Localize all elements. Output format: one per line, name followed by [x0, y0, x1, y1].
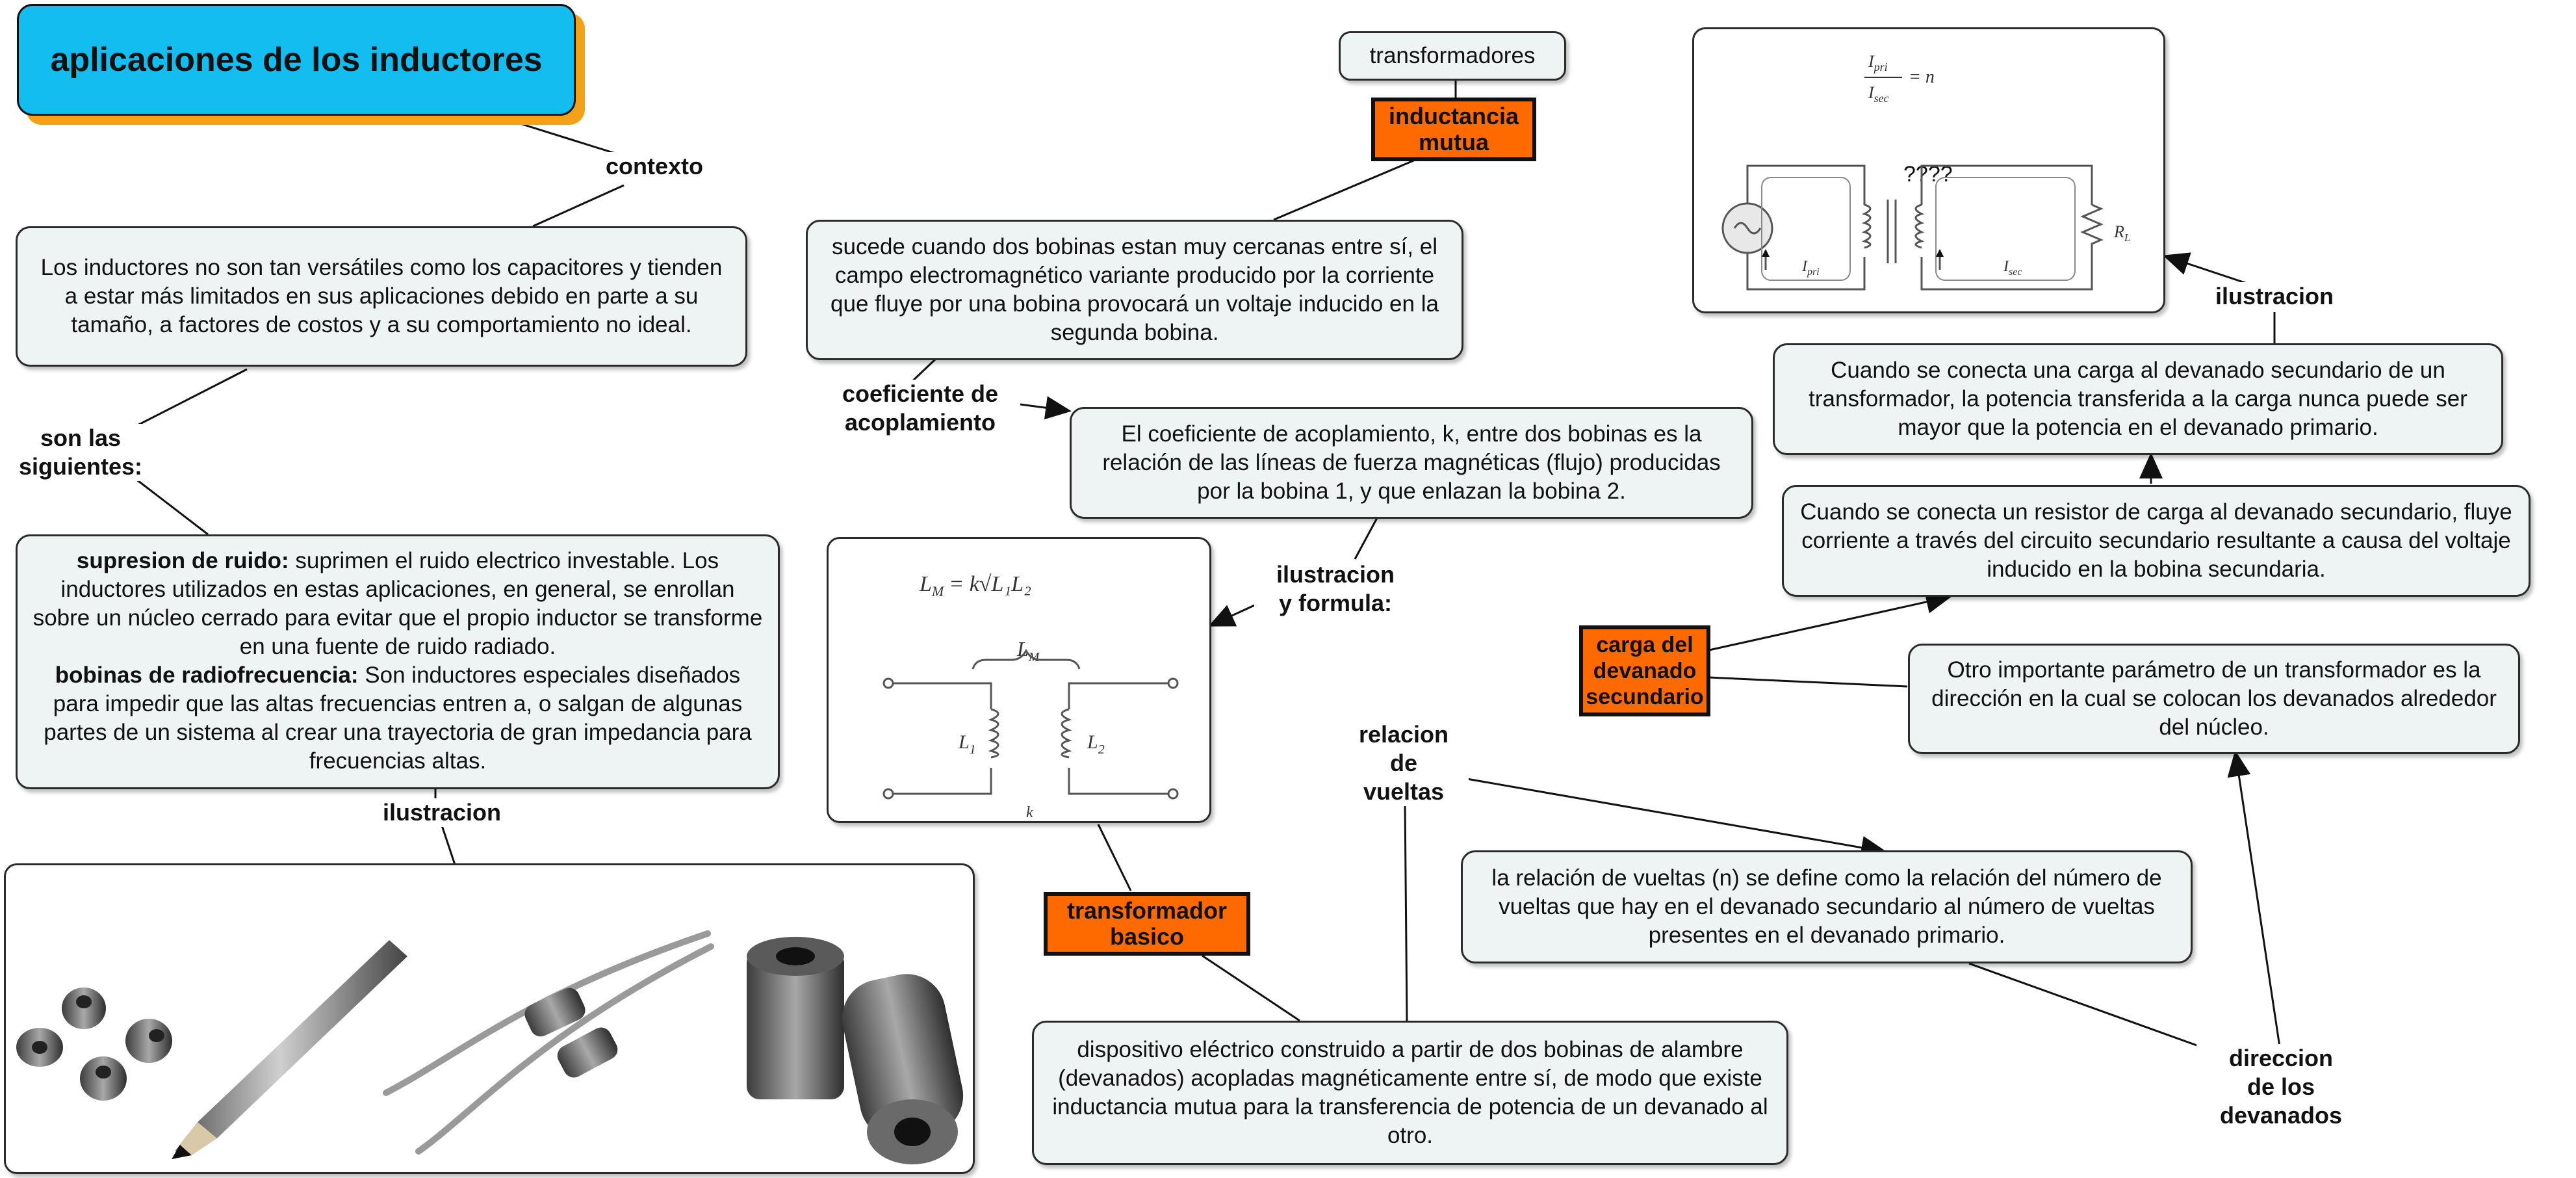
link-basico-dispositivo — [1202, 954, 1300, 1022]
pencil — [172, 940, 407, 1159]
link-k-ilform — [1354, 516, 1379, 560]
node-coeficiente-text[interactable]: El coeficiente de acoplamiento, k, entre… — [1070, 407, 1753, 519]
link-direccion-otro — [2227, 750, 2281, 1047]
node-inductancia-text[interactable]: sucede cuando dos bobinas estan muy cerc… — [806, 220, 1463, 360]
node-supresion-bobinas[interactable]: supresion de ruido: suprimen el ruido el… — [16, 534, 780, 789]
node-contexto[interactable]: Los inductores no son tan versátiles com… — [16, 226, 747, 367]
ipri-label: Ipri — [1801, 258, 1820, 278]
ratio-den: Isec — [1868, 83, 1889, 105]
link-ilustracion-figure — [2163, 252, 2256, 287]
node-dispositivo-text[interactable]: dispositivo eléctrico construido a parti… — [1032, 1021, 1788, 1165]
l2-label: L2 — [1087, 731, 1105, 757]
page-title: aplicaciones de los inductores — [17, 4, 576, 116]
inductors-illustration — [4, 863, 975, 1174]
link-dispositivo-relacion — [1404, 802, 1408, 1021]
wire-with-beads — [383, 930, 714, 1155]
wire-beads — [524, 988, 618, 1078]
bobinas-heading: bobinas de radiofrecuencia: — [55, 662, 359, 688]
node-resistor-text[interactable]: Cuando se conecta un resistor de carga a… — [1782, 485, 2531, 597]
mutual-inductance-diagram: LM= k√L₁L₂ LM L1 L2 k — [882, 572, 1179, 821]
link-title-contexto — [519, 122, 625, 157]
formula-lm: LM= k√L₁L₂ — [919, 572, 1031, 599]
transformer-circuit-figure: Ipri Isec = n ???? Ipri Isec RL — [1692, 27, 2165, 313]
lm-label: LM — [1016, 637, 1040, 664]
supresion-heading: supresion de ruido: — [76, 548, 289, 573]
label-contexto: contexto — [593, 152, 716, 181]
label-ilustracion-1: ilustracion — [364, 798, 520, 827]
small-ferrite-beads — [16, 988, 172, 1101]
node-inductancia-mutua[interactable]: inductancia mutua — [1371, 98, 1536, 161]
ratio-num: Ipri — [1868, 52, 1888, 73]
node-transformador-basico[interactable]: transformador basico — [1044, 892, 1250, 956]
link-carga-resistor — [1708, 590, 1952, 651]
node-carga-text[interactable]: Cuando se conecta una carga al devanado … — [1773, 343, 2503, 455]
label-son-las-siguientes: son las siguientes: — [9, 424, 152, 481]
link-text-sonlas — [129, 368, 248, 430]
label-ilustracion-formula: ilustracion y formula: — [1254, 560, 1417, 618]
link-figure-basico — [1097, 824, 1132, 891]
large-ferrite-cores — [747, 937, 964, 1164]
link-relacion-text — [1455, 776, 1887, 859]
supresion-text: suprimen el ruido electrico investable. … — [32, 548, 763, 659]
node-carga-devanado[interactable]: carga del devanado secundario — [1579, 625, 1710, 716]
label-ilustracion-2: ilustracion — [2196, 282, 2352, 311]
link-ilustracion-image — [441, 825, 456, 865]
transformer-circuit-diagram: Ipri Isec = n ???? Ipri Isec RL — [1721, 52, 2130, 291]
label-coeficiente: coeficiente de acoplamiento — [823, 380, 1018, 437]
link-relaciontext-direccion — [1968, 962, 2210, 1051]
node-otro-text[interactable]: Otro importante parámetro de un transfor… — [1908, 644, 2520, 754]
link-sonlas-supresion — [129, 473, 209, 536]
inductors-photo — [16, 930, 964, 1164]
node-relacion-text[interactable]: la relación de vueltas (n) se define com… — [1461, 850, 2193, 963]
label-relacion-vueltas: relacion de vueltas — [1339, 720, 1469, 806]
rl-label: RL — [2113, 222, 2130, 244]
isec-label: Isec — [2003, 258, 2022, 278]
link-contexto-text — [532, 184, 625, 228]
mutual-inductance-figure: LM= k√L₁L₂ LM L1 L2 k — [827, 537, 1211, 823]
l1-label: L1 — [958, 731, 976, 757]
k-label: k — [1026, 804, 1033, 821]
link-inductancia-text — [1273, 158, 1417, 221]
label-direccion: direccion de los devanados — [2196, 1044, 2365, 1130]
ratio-rhs: = n — [1909, 67, 1935, 87]
link-carga-otro — [1708, 676, 1908, 688]
node-transformadores[interactable]: transformadores — [1339, 31, 1566, 81]
link-text-coeficiente — [908, 358, 937, 385]
link-coef-k — [1020, 396, 1072, 420]
bobinas-text: Son inductores especiales diseñados para… — [44, 662, 752, 774]
